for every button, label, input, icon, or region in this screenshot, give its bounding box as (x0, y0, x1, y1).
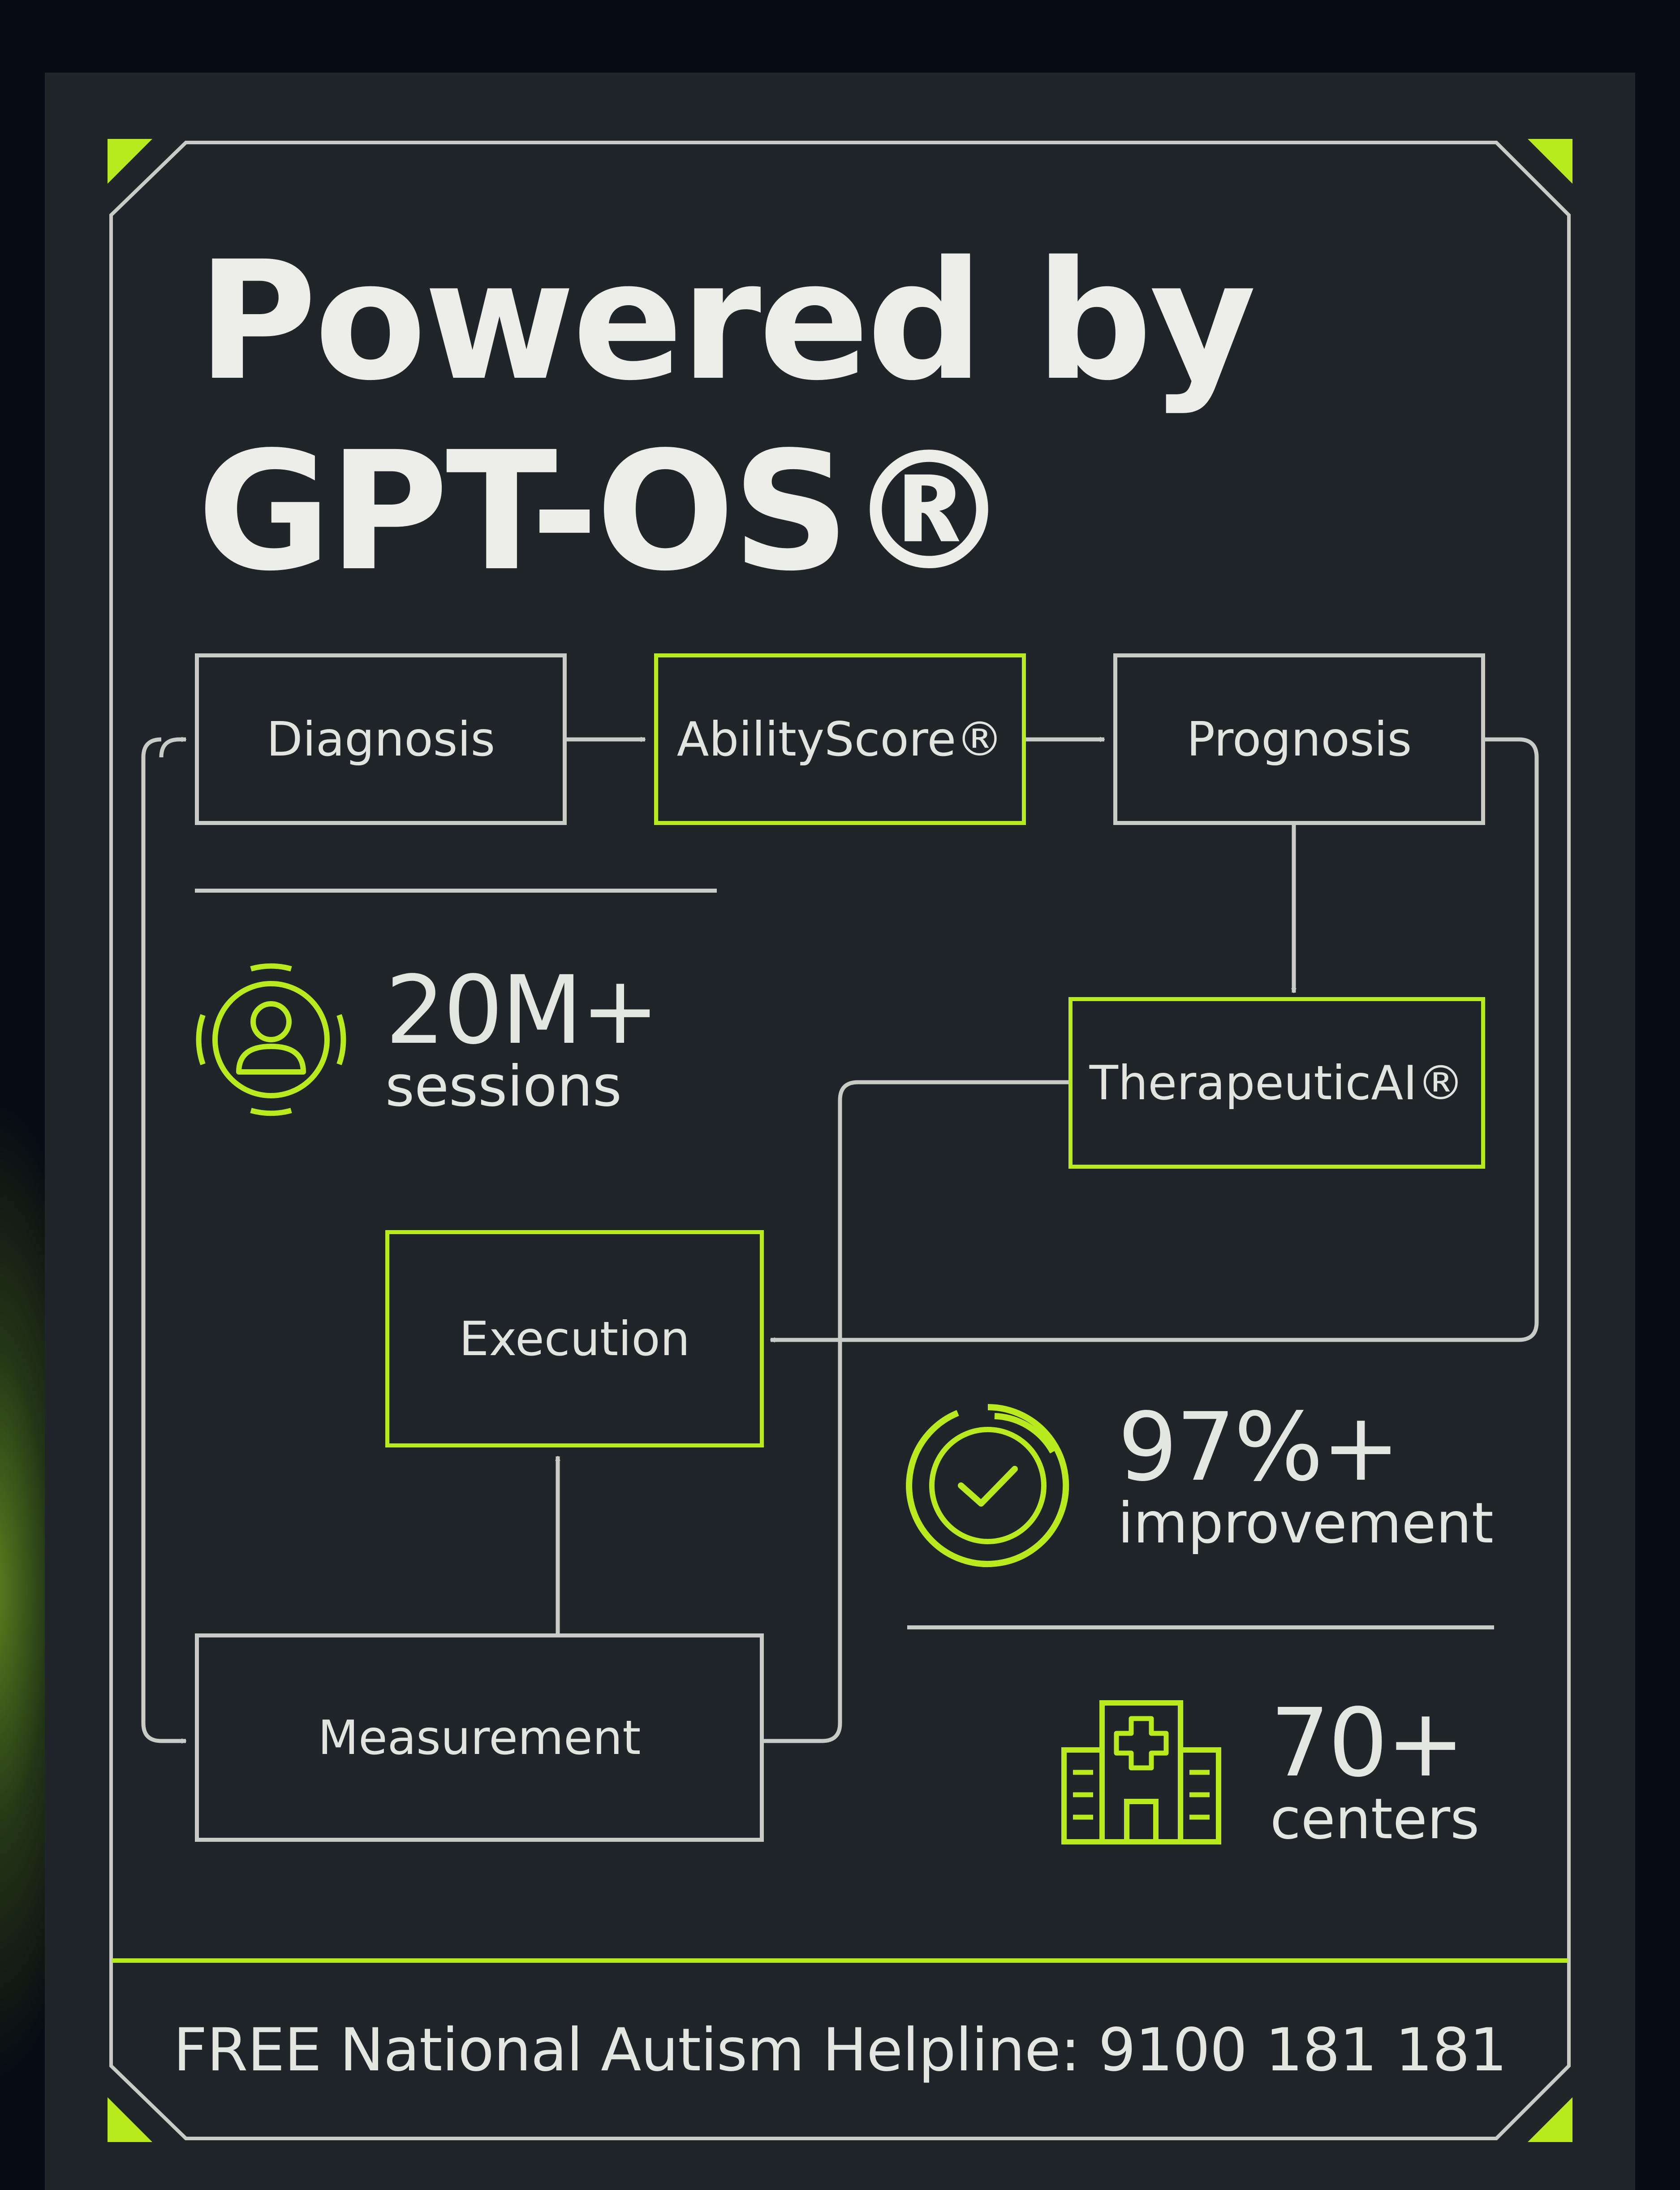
corner-accent-bottom-right (1528, 2097, 1572, 2142)
arrow-prognosis-to-execution (771, 737, 1539, 1340)
divider-right (907, 1625, 1494, 1629)
corner-accent-bottom-left (108, 2097, 152, 2142)
title-line-1: Powered by (197, 226, 1256, 417)
connector-therapeuticai-to-measurement (764, 1080, 1068, 1743)
title-line-2: GPT-OS® (197, 417, 1011, 607)
stat-centers-value: 70+ (1270, 1688, 1465, 1798)
stat-improvement-label: improvement (1118, 1491, 1494, 1556)
stat-sessions-label: sessions (385, 1054, 622, 1119)
flow-node-measurement: Measurement (195, 1633, 764, 1842)
stat-sessions-value: 20M+ (385, 955, 659, 1065)
stat-centers-label: centers (1270, 1787, 1480, 1852)
hospital-icon (1061, 1700, 1221, 1844)
corner-accent-top-right (1528, 139, 1572, 184)
page-title: Powered by GPT-OS® (197, 226, 1256, 607)
outer-frame-border (109, 141, 1571, 2140)
arrow-loop-to-diagnosis (159, 739, 186, 758)
stat-improvement: 97%+ improvement (1118, 1392, 1494, 1556)
flow-node-prognosis: Prognosis (1113, 653, 1485, 825)
loop-left-join (141, 737, 162, 758)
stat-sessions: 20M+ sessions (385, 955, 659, 1119)
flow-node-diagnosis: Diagnosis (195, 653, 567, 825)
check-circle-icon (906, 1404, 1069, 1567)
divider-upper-left (195, 889, 717, 893)
corner-accent-top-left (108, 139, 152, 184)
card-top-edge (45, 45, 1635, 73)
user-icon (196, 963, 346, 1116)
flow-node-abilityscore: AbilityScore® (654, 653, 1026, 825)
arrow-loop-to-measurement (141, 757, 186, 1741)
flow-node-therapeuticai: TherapeuticAI® (1068, 997, 1485, 1169)
flow-node-execution: Execution (385, 1230, 764, 1447)
stat-centers: 70+ centers (1270, 1688, 1480, 1852)
helpline-text: FREE National Autism Helpline: 9100 181 … (173, 2016, 1507, 2085)
stat-improvement-value: 97%+ (1118, 1392, 1400, 1502)
